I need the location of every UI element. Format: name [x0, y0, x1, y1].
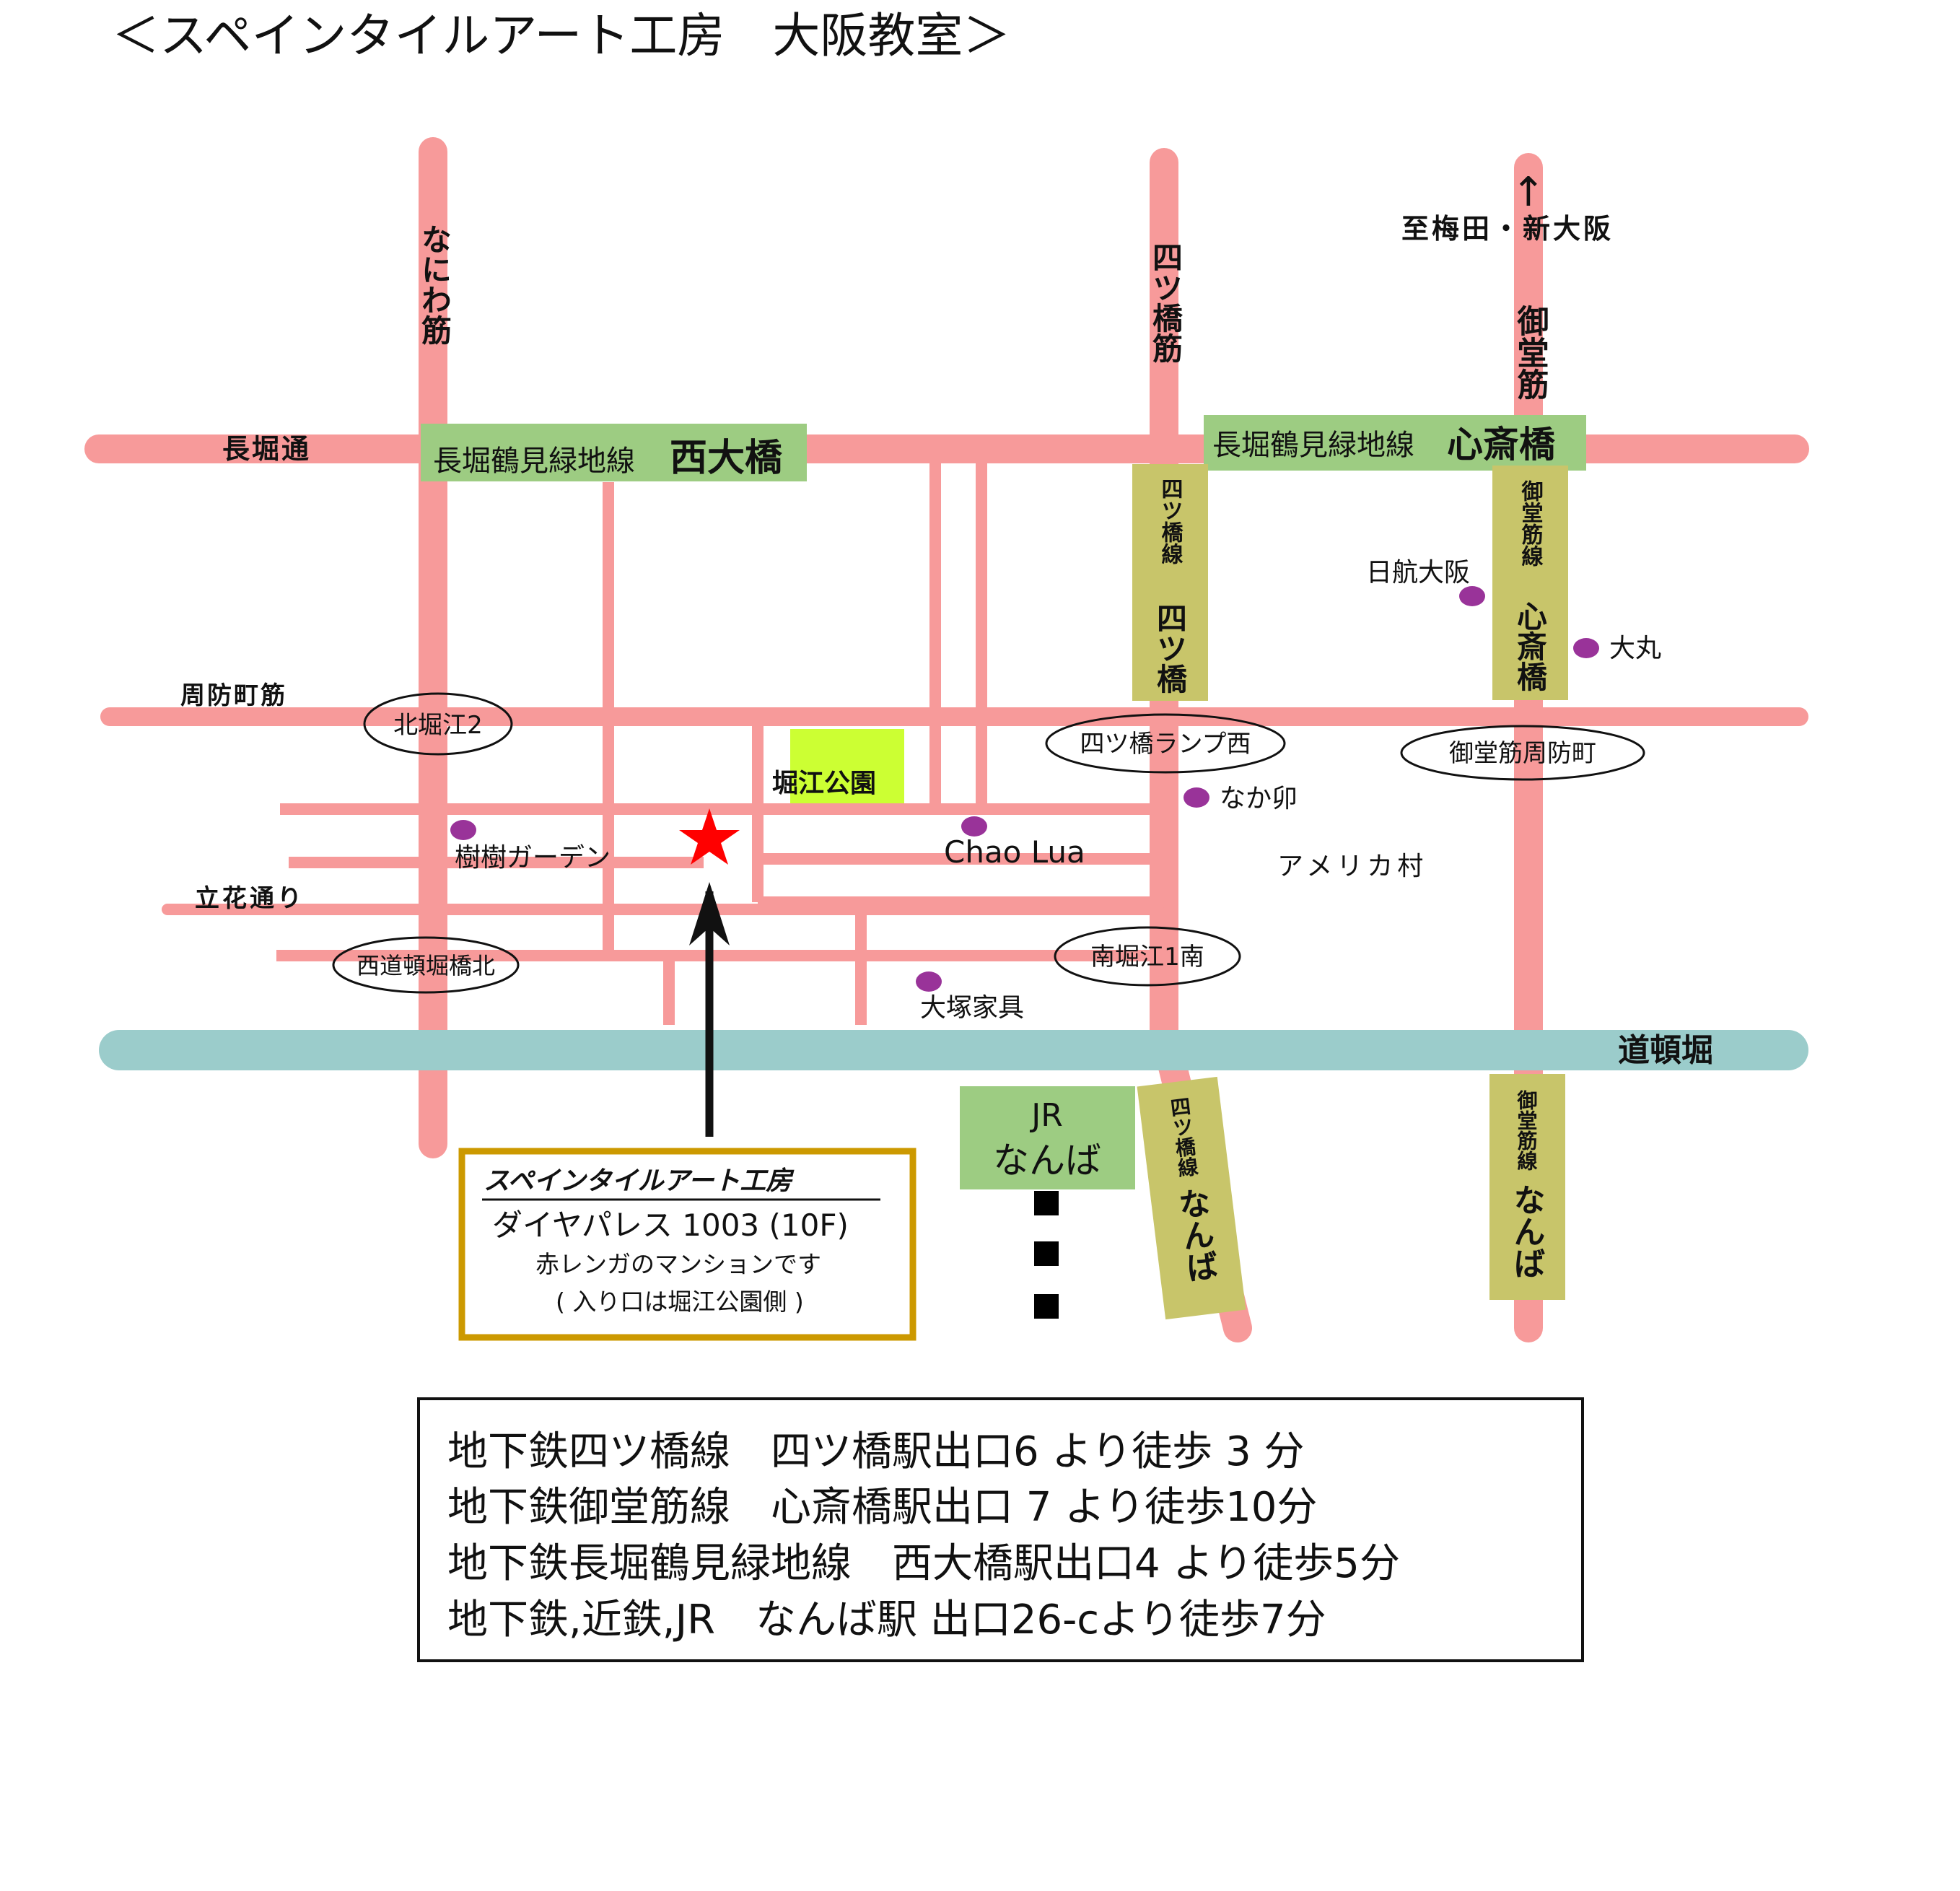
studio-star-icon — [679, 808, 740, 865]
naniwa-suji-label: なにわ筋 — [417, 224, 452, 346]
intersection-label: 四ツ橋ランプ西 — [1080, 730, 1251, 759]
pointer-arrow-head — [689, 882, 730, 946]
access-line: 地下鉄,近鉄,JR なんば駅 出口26-cより徒歩7分 — [447, 1597, 1326, 1643]
intersection-label: 南堀江1南 — [1090, 943, 1204, 971]
tachibana-dori-label: 立花通り — [195, 884, 305, 913]
poi-dot — [1573, 638, 1599, 658]
intersection-oval — [1400, 725, 1645, 781]
horie-park-label: 堀江公園 — [772, 769, 876, 798]
intersection-oval — [363, 692, 513, 756]
poi-dot — [1459, 586, 1485, 606]
station-line-label: 四ツ橋線 — [1158, 478, 1184, 564]
intersection-label: 西道頓堀橋北 — [356, 952, 495, 979]
access-line: 地下鉄長堀鶴見緑地線 西大橋駅出口4 より徒歩5分 — [447, 1540, 1400, 1587]
station-line-label: 御堂筋線 — [1515, 1090, 1539, 1171]
intersection-label: 御堂筋周防町 — [1449, 739, 1596, 768]
station-shinsaibashi-nagahori — [1204, 415, 1586, 471]
access-box — [417, 1397, 1584, 1662]
midosuji-label: 御堂筋 — [1512, 305, 1550, 401]
landmark-label: アメリカ村 — [1277, 852, 1427, 881]
station-name-label: 西大橋 — [670, 437, 783, 480]
suo-machi-suji-label: 周防町筋 — [180, 681, 287, 710]
access-line: 地下鉄四ツ橋線 四ツ橋駅出口6 より徒歩 3 分 — [447, 1428, 1305, 1475]
poi-dot — [916, 971, 942, 992]
poi-dot — [961, 816, 987, 837]
station-name-label: なんば — [1508, 1184, 1545, 1279]
track-segment — [1034, 1294, 1059, 1319]
studio-entrance: ( 入り口は堀江公園側 ) — [556, 1288, 804, 1316]
station-nishiohashi — [421, 424, 807, 481]
station-name-label: なんば — [993, 1140, 1101, 1182]
track-segment — [1034, 1191, 1059, 1215]
studio-note: 赤レンガのマンションです — [535, 1250, 821, 1278]
station-shinsaibashi-midosuji — [1492, 466, 1568, 700]
landmark-label: 樹樹ガーデン — [455, 843, 611, 873]
jr-track — [1034, 1191, 1059, 1319]
station-line-label: 御堂筋線 — [1518, 480, 1544, 567]
north-arrow-icon: ↑ — [1512, 169, 1546, 216]
station-yotsubashi — [1132, 464, 1208, 701]
intersection-oval — [1054, 926, 1241, 987]
intersection-label: 北堀江2 — [393, 711, 483, 740]
landmark-label: 大塚家具 — [920, 993, 1024, 1023]
landmark-label: Chao Lua — [944, 834, 1085, 870]
station-line-label: 長堀鶴見緑地線 — [433, 445, 635, 478]
track-segment — [1034, 1241, 1059, 1266]
station-namba-midosuji — [1489, 1074, 1565, 1300]
yotsubashi-suji-label: 四ツ橋筋 — [1148, 242, 1184, 364]
access-line: 地下鉄御堂筋線 心斎橋駅出口 7 より徒歩10分 — [447, 1484, 1317, 1531]
minor-streets — [276, 462, 1152, 1025]
page-title: ＜スペインタイルアート工房 大阪教室＞ — [112, 8, 1010, 64]
studio-info-box — [458, 1148, 916, 1341]
station-name-label: 四ツ橋 — [1152, 603, 1188, 694]
intersection-oval — [1045, 713, 1286, 774]
station-line-label: JR — [1029, 1097, 1063, 1134]
to-umeda-label: 至梅田・新大阪 — [1401, 213, 1614, 245]
station-name-label: 心斎橋 — [1447, 424, 1555, 466]
station-jr-namba — [960, 1086, 1135, 1189]
nagahori-dori-label: 長堀通 — [222, 433, 311, 465]
landmark-label: なか卯 — [1220, 784, 1298, 813]
poi-dot — [1184, 787, 1209, 808]
horie-park — [790, 729, 904, 803]
landmark-label: 日航大阪 — [1366, 558, 1470, 588]
landmark-label: 大丸 — [1609, 634, 1661, 663]
dotonbori-label: 道頓堀 — [1618, 1032, 1713, 1069]
station-namba-yotsubashi: 四ツ橋線 なんば — [1137, 1076, 1246, 1320]
poi-dot — [450, 820, 476, 840]
intersection-oval — [332, 936, 520, 994]
station-name-label: 心斎橋 — [1513, 601, 1548, 691]
station-line-label: 長堀鶴見緑地線 — [1212, 429, 1414, 462]
studio-building: ダイヤパレス 1003 (10F) — [492, 1207, 849, 1243]
studio-name: スペインタイルアート工房 — [484, 1166, 795, 1196]
